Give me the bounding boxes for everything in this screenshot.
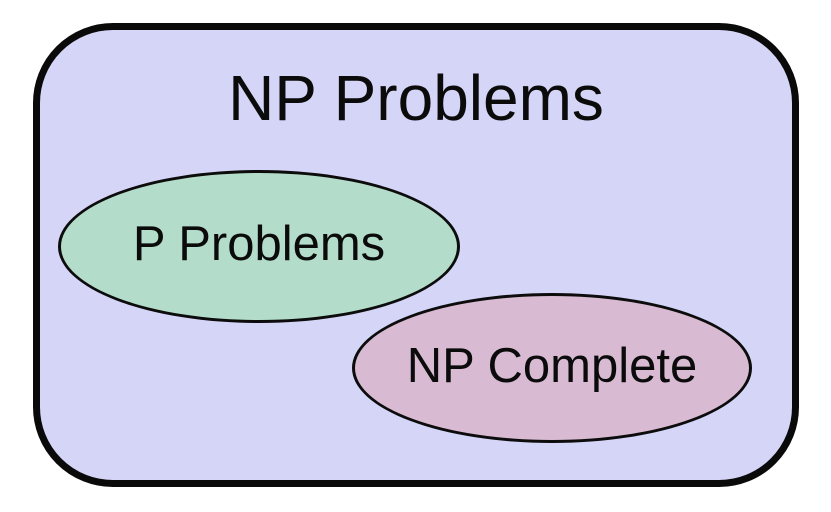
np-complete-label: NP Complete: [406, 338, 698, 393]
p-problems-ellipse: P Problems: [58, 170, 460, 323]
p-problems-label: P Problems: [132, 217, 386, 271]
np-complete-ellipse: NP Complete: [352, 293, 752, 443]
np-problems-title: NP Problems: [228, 62, 604, 134]
